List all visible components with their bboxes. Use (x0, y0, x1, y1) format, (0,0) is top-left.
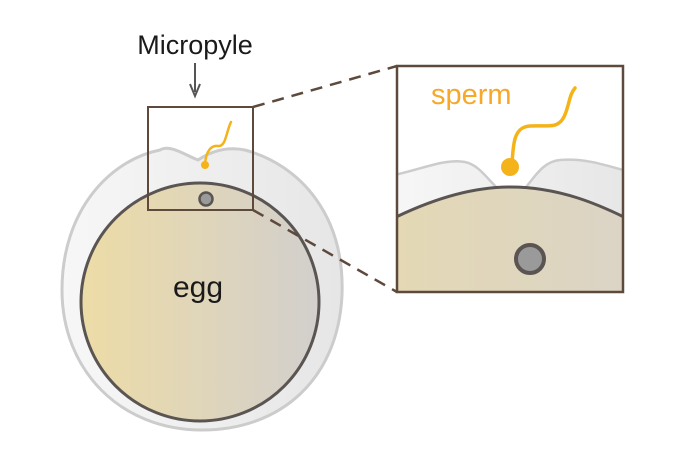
sperm-tail-zoomed (510, 86, 577, 168)
nucleus-icon (198, 191, 214, 207)
sperm-tail-small (203, 120, 233, 166)
egg-cell (79, 181, 321, 423)
egg-zoomed (397, 185, 623, 292)
arrow-head-icon (189, 83, 201, 99)
zoom-view (397, 66, 623, 292)
micropyle-label: Micropyle (137, 30, 253, 60)
nucleus-zoomed-icon (514, 243, 546, 275)
sperm-head-small (201, 161, 209, 169)
egg-label: egg (173, 271, 223, 304)
sperm-head-zoomed (501, 158, 519, 176)
zoom-connector-top (252, 64, 398, 109)
micropyle-region-box (147, 106, 254, 211)
zoom-box (395, 64, 625, 294)
zoom-connector-bottom (252, 208, 398, 294)
sperm-label: sperm (431, 79, 512, 111)
